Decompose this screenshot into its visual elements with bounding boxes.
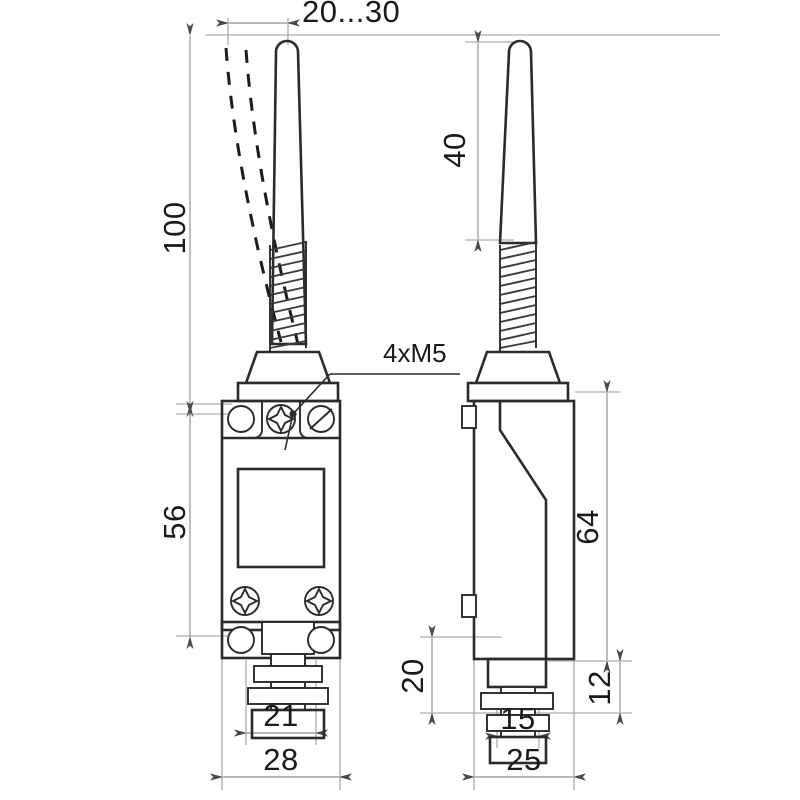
- mounting-hole-bottom-left: [227, 626, 255, 654]
- dimension-body-width-side: 25: [506, 742, 541, 777]
- bottom-flange-center-front: [261, 621, 315, 655]
- dimension-plunger-offset-side: 12: [582, 670, 617, 705]
- mounting-hole-top-left: [227, 405, 255, 433]
- dimension-rod-length-side: 40: [437, 132, 472, 167]
- collar-front: [236, 381, 340, 403]
- rubber-boot-side: [474, 350, 562, 385]
- rubber-boot-front: [244, 350, 332, 385]
- dimension-body-height-side: 64: [570, 509, 605, 544]
- cross-screw-bottom-left: [230, 586, 260, 616]
- body-window-front: [236, 467, 326, 569]
- plunger-stack-side: [480, 657, 554, 765]
- mounting-ear-top-side: [461, 405, 477, 429]
- cross-screw-bottom-right: [304, 586, 334, 616]
- dimension-plunger-width-front: 21: [263, 698, 298, 733]
- front-view: 20...30 100 56 21 28 4xM5: [157, 0, 720, 790]
- thread-callout-leader: [284, 373, 460, 451]
- side-view: 40 64 20 12 15 25: [395, 30, 632, 790]
- side-view-dimension-lines: [420, 30, 632, 790]
- plunger-stack-front: [247, 653, 329, 740]
- body-step-profile-side: [498, 401, 548, 659]
- mounting-ear-bottom-side: [461, 594, 477, 618]
- rod-deflected-position-dashed: [224, 47, 300, 345]
- collar-side: [466, 381, 570, 403]
- thread-callout-label: 4xM5: [383, 338, 447, 368]
- actuator-rod-front: [270, 39, 308, 346]
- mounting-hole-bottom-right: [307, 626, 335, 654]
- dimension-plunger-width-side: 15: [500, 701, 535, 736]
- dimension-rod-deflection: 20...30: [302, 0, 400, 29]
- dimension-body-height-front: 56: [157, 504, 192, 539]
- actuator-rod-side: [498, 39, 538, 245]
- cross-screw-top-center: [266, 404, 296, 434]
- dimension-rod-length-front: 100: [157, 201, 192, 254]
- dimension-body-width-front: 28: [263, 742, 298, 777]
- dimension-plunger-height-side: 20: [395, 658, 430, 693]
- spring-coil-side: [499, 241, 537, 352]
- spring-coil-front: [269, 241, 307, 352]
